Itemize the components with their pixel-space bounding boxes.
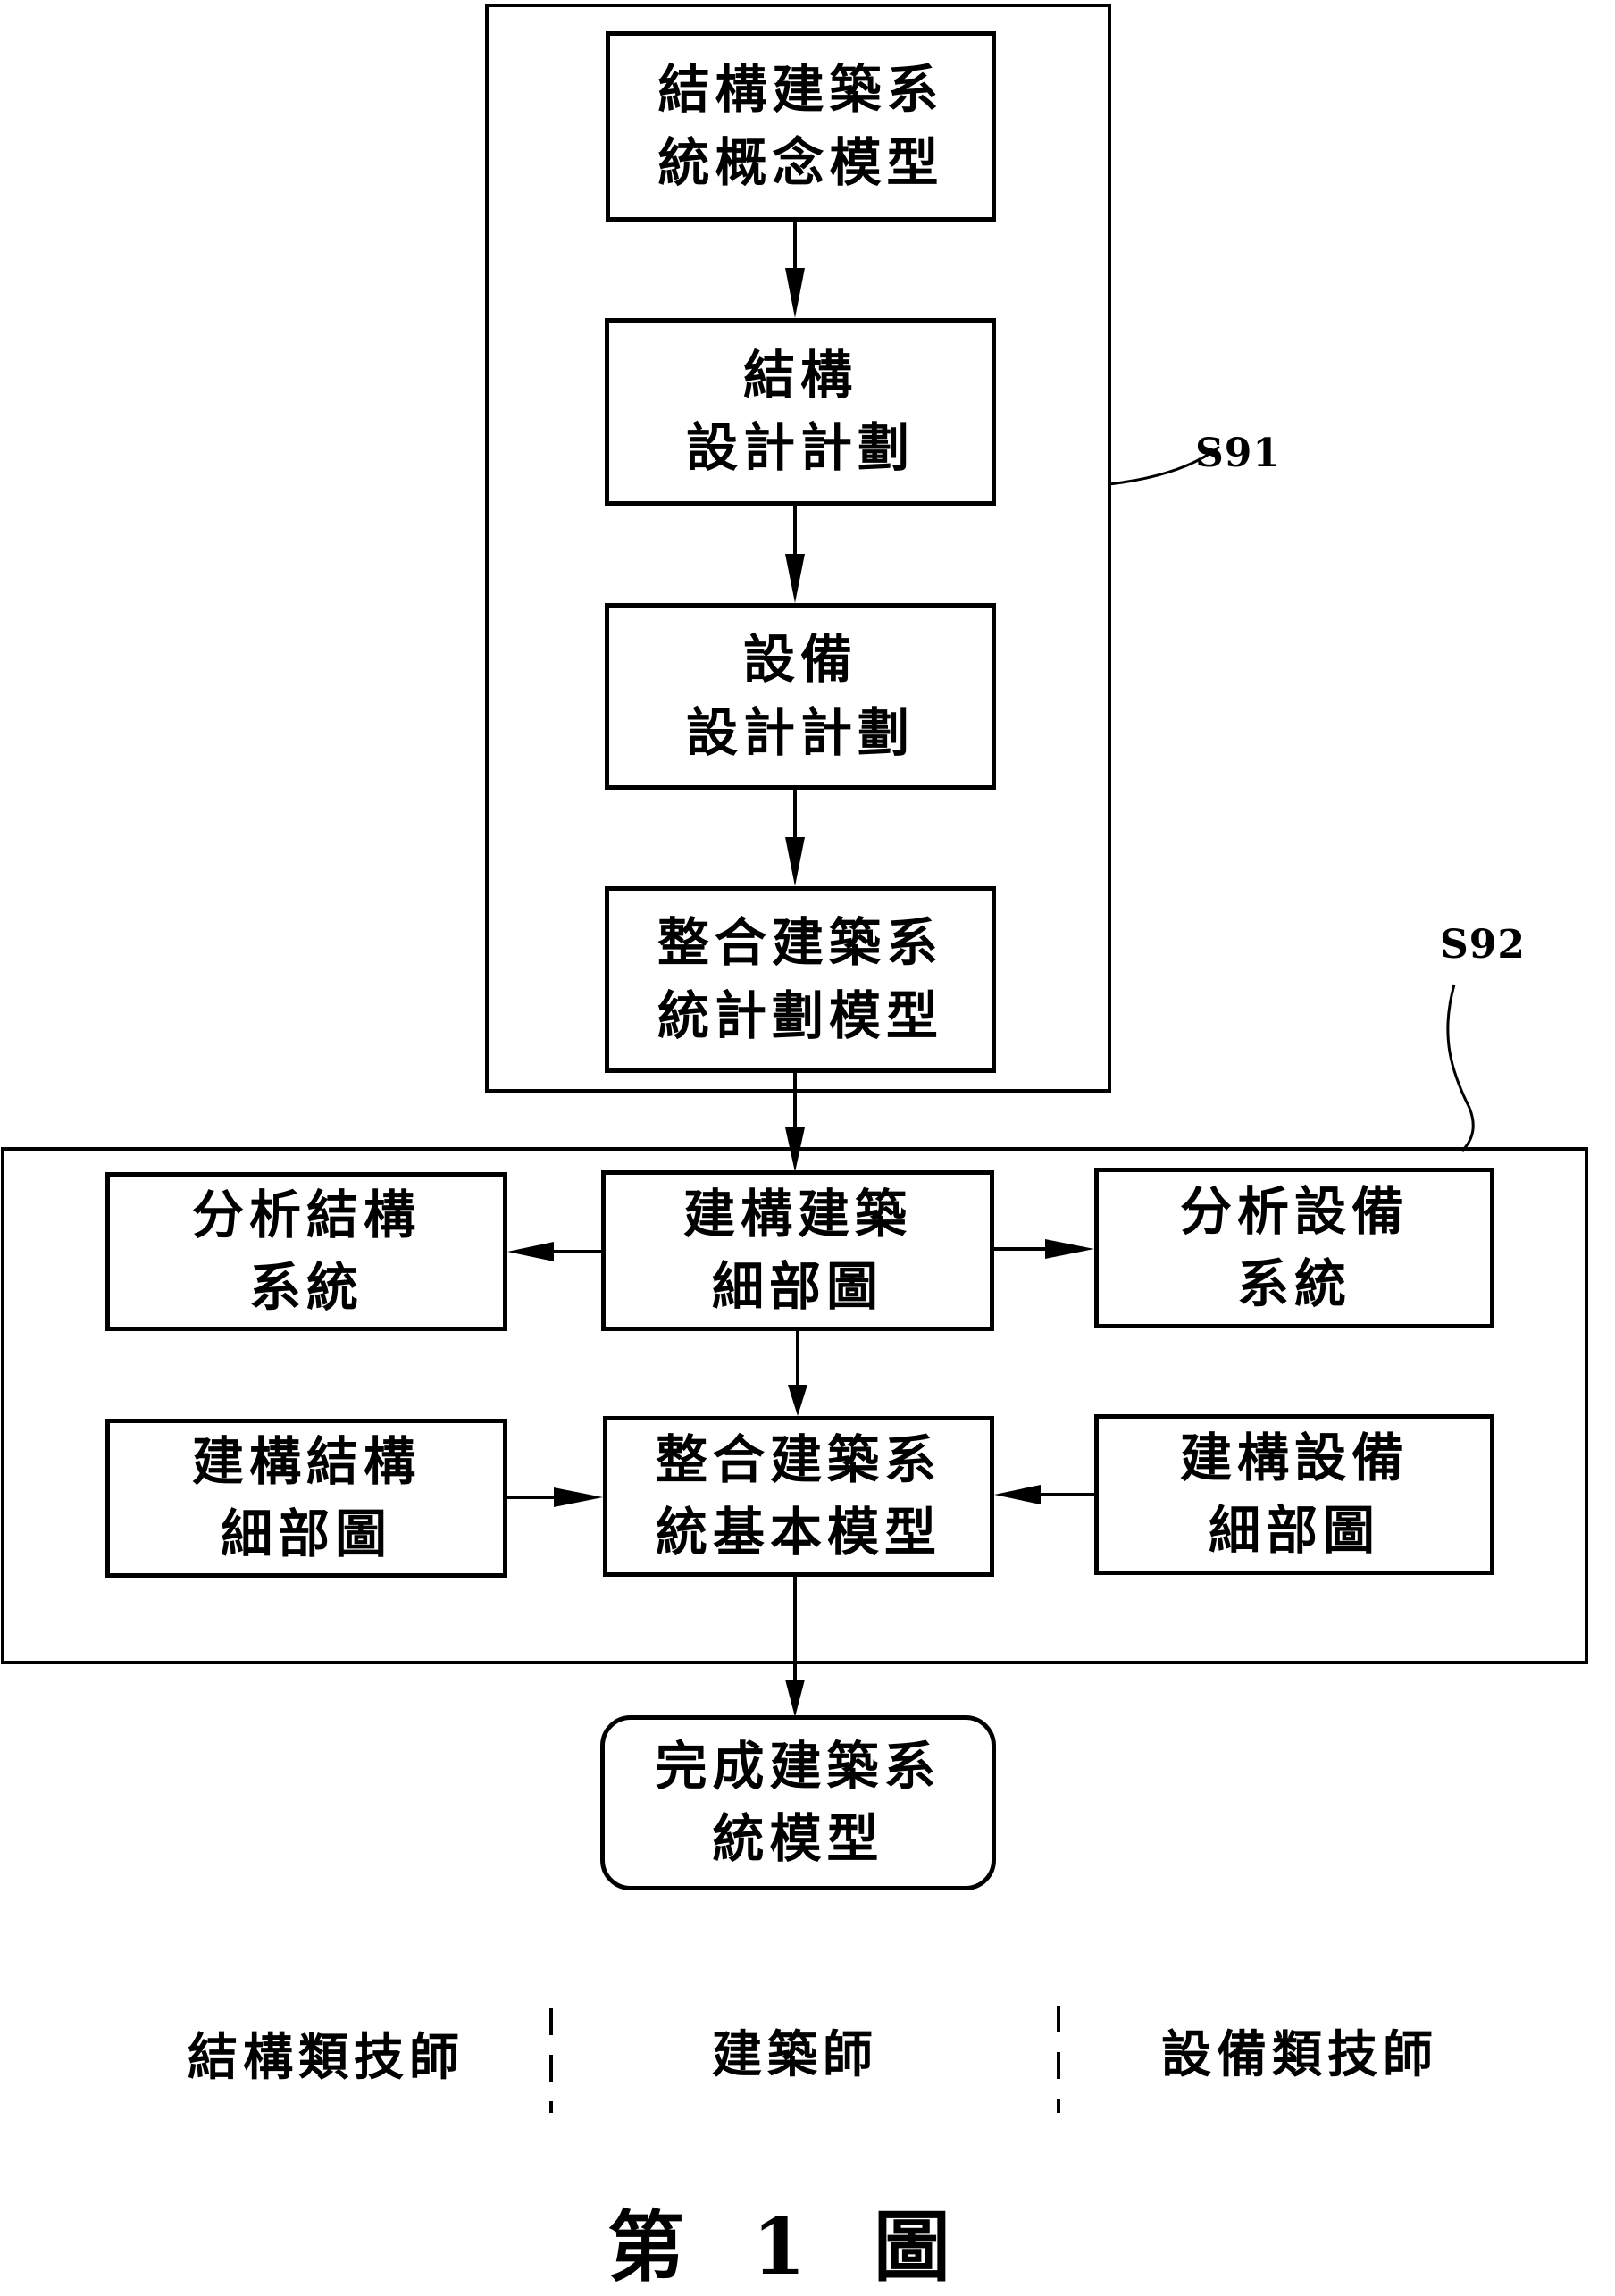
step-concept-model-line-1: 結構建築系 (657, 59, 944, 121)
node-build-structure-detail-line-1: 建構結構 (191, 1430, 421, 1492)
arrow-equipment-detail-to-basic-model (994, 1485, 1094, 1504)
step-structure-design-plan-line-1: 結構 (742, 344, 858, 406)
leader-line-s92 (1446, 984, 1475, 1152)
role-label-equipment-engineer: 設備類技師 (1161, 2025, 1438, 2084)
node-integrated-basic-model-line-2: 統基本模型 (655, 1502, 941, 1563)
group-label-s91: S91 (1195, 431, 1282, 476)
arrow-step4-to-architecture-detail (785, 1073, 805, 1172)
step-equipment-design-plan-line-2: 設計計劃 (685, 701, 915, 763)
node-analyze-equipment-system[interactable]: 分析設備 系統 (1094, 1168, 1494, 1328)
figure-caption-number: 1 (752, 2202, 806, 2292)
leader-line-s91 (1109, 445, 1220, 486)
step-equipment-design-plan[interactable]: 設備 設計計劃 (605, 603, 996, 790)
node-build-equipment-detail[interactable]: 建構設備 細部圖 (1094, 1414, 1494, 1575)
group-frame-s91 (485, 4, 1111, 1093)
node-complete-building-system-model-line-1: 完成建築系 (655, 1735, 941, 1797)
node-build-structure-detail[interactable]: 建構結構 細部圖 (105, 1419, 507, 1578)
step-equipment-design-plan-line-1: 設備 (742, 629, 858, 691)
node-complete-building-system-model[interactable]: 完成建築系 統模型 (600, 1715, 996, 1890)
figure-caption-prefix: 第 (607, 2202, 685, 2292)
node-analyze-equipment-system-line-2: 系統 (1236, 1253, 1351, 1314)
step-structure-design-plan-line-2: 設計計劃 (685, 417, 915, 478)
node-integrated-basic-model[interactable]: 整合建築系 統基本模型 (603, 1416, 994, 1577)
arrow-step3-to-step4 (785, 790, 805, 886)
node-analyze-structure-system-line-1: 分析結構 (191, 1184, 421, 1245)
arrow-architecture-detail-to-basic-model (788, 1331, 808, 1416)
node-analyze-structure-system[interactable]: 分析結構 系統 (105, 1172, 507, 1331)
arrow-basic-model-to-final (785, 1577, 805, 1717)
role-label-structural-engineer: 結構類技師 (188, 2028, 464, 2087)
arrow-architecture-detail-to-analyze-structure (507, 1242, 601, 1261)
arrow-structure-detail-to-basic-model (507, 1487, 603, 1507)
step-structure-design-plan[interactable]: 結構 設計計劃 (605, 318, 996, 506)
node-build-structure-detail-line-2: 細部圖 (220, 1504, 392, 1564)
node-build-equipment-detail-line-1: 建構設備 (1179, 1427, 1409, 1488)
step-concept-model-line-2: 統概念模型 (657, 131, 944, 193)
step-integrated-plan-model[interactable]: 整合建築系 統計劃模型 (605, 886, 996, 1073)
node-build-equipment-detail-line-2: 細部圖 (1208, 1500, 1380, 1561)
role-label-architect: 建築師 (712, 2025, 878, 2084)
step-integrated-plan-model-line-2: 統計劃模型 (657, 985, 943, 1046)
step-integrated-plan-model-line-1: 整合建築系 (657, 912, 943, 974)
node-build-architecture-detail-line-1: 建構建築 (682, 1183, 912, 1244)
arrow-step1-to-step2 (785, 222, 805, 318)
step-concept-model[interactable]: 結構建築系 統概念模型 (606, 31, 996, 222)
node-build-architecture-detail[interactable]: 建構建築 細部圖 (601, 1170, 994, 1331)
node-integrated-basic-model-line-1: 整合建築系 (655, 1429, 941, 1490)
node-analyze-structure-system-line-2: 系統 (248, 1257, 364, 1318)
group-label-s92: S92 (1440, 922, 1527, 968)
node-build-architecture-detail-line-2: 細部圖 (711, 1256, 883, 1317)
node-analyze-equipment-system-line-1: 分析設備 (1179, 1180, 1409, 1242)
node-complete-building-system-model-line-2: 統模型 (712, 1808, 884, 1869)
figure-caption-suffix: 圖 (873, 2202, 950, 2292)
arrow-step2-to-step3 (785, 506, 805, 603)
arrow-architecture-detail-to-analyze-equipment (994, 1239, 1094, 1259)
